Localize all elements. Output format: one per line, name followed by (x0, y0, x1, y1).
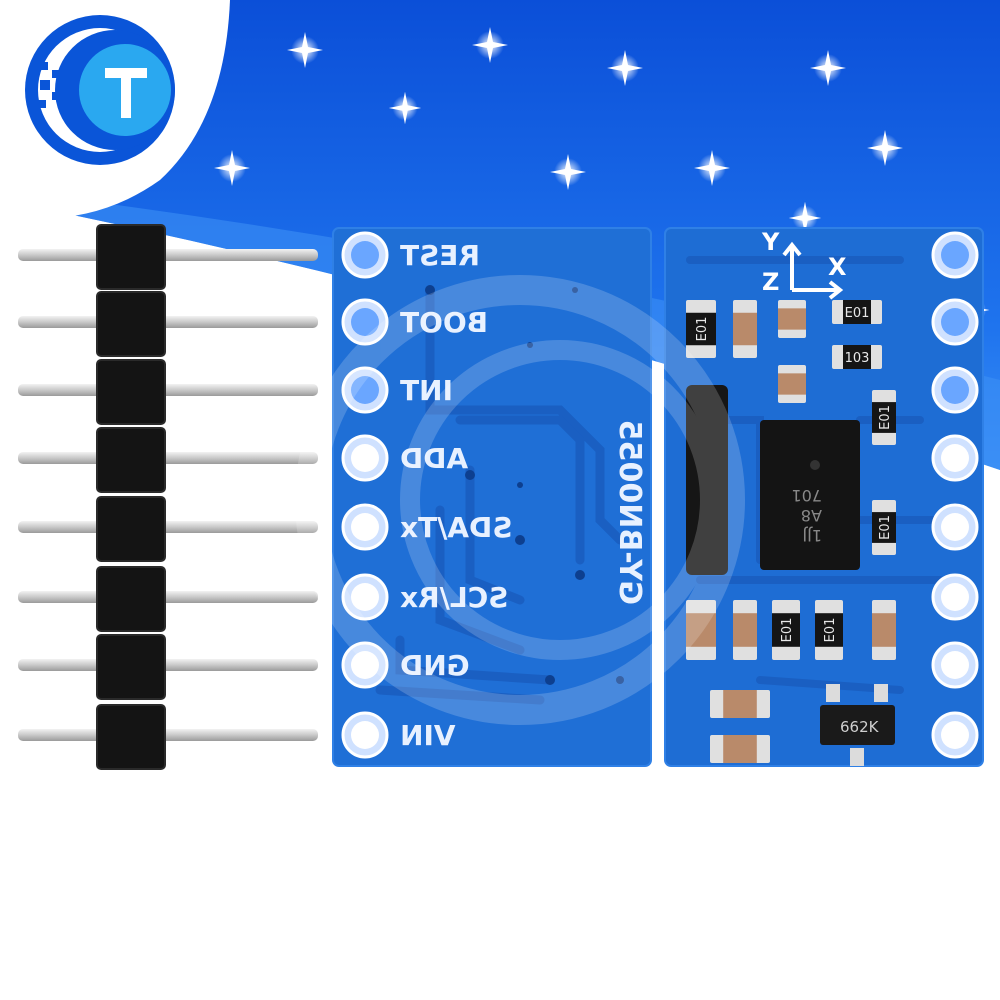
pin-label: ADD (400, 442, 468, 475)
header-pin (18, 249, 318, 261)
pin-hole (941, 376, 969, 404)
pin-hole (351, 651, 379, 679)
pin-hole (941, 513, 969, 541)
pin-hole (351, 444, 379, 472)
pin-header (18, 224, 318, 770)
pcb-traces (375, 285, 625, 705)
pin-hole (351, 721, 379, 749)
vias (425, 285, 624, 685)
smd-part (733, 600, 757, 660)
chip-marking-line2: A8 (801, 506, 822, 525)
pin-hole (351, 308, 379, 336)
star-icon (287, 32, 323, 68)
resistor-code: E01 (695, 317, 710, 342)
header-housing-segment (96, 224, 166, 290)
smd-part: E01 (832, 300, 882, 324)
star-icon (788, 201, 822, 235)
star-icon (388, 91, 422, 125)
header-pin (18, 659, 318, 671)
pin-label: REST (400, 239, 480, 272)
resistor-code: E01 (878, 515, 893, 540)
chip-marking-line3: 1JJ (802, 526, 822, 545)
pin-label: VIN (400, 719, 456, 752)
pin-hole (941, 444, 969, 472)
smd-part: E01 (815, 600, 843, 660)
star-icon (607, 50, 643, 86)
header-housing-segment (96, 566, 166, 632)
smd-part (686, 600, 716, 660)
resistor-code: E01 (823, 618, 838, 643)
pin-hole (941, 308, 969, 336)
smd-part: E01 (872, 500, 896, 555)
header-housing-segment (96, 704, 166, 770)
header-pin (18, 521, 318, 533)
header-pin (18, 384, 318, 396)
header-housing-segment (96, 291, 166, 357)
header-pin (18, 591, 318, 603)
header-housing-segment (96, 359, 166, 425)
smd-part (733, 300, 757, 358)
star-icon (30, 290, 60, 320)
back-pin-pads (341, 231, 389, 759)
star-icon (867, 130, 903, 166)
axis-x-label: X (828, 253, 847, 281)
smd-part (710, 735, 770, 763)
chip-marking-line1: 701 (791, 486, 822, 505)
resistor-code: E01 (878, 405, 893, 430)
pin-label: SDA/Tx (400, 511, 512, 544)
brand-logo (0, 0, 230, 219)
board-model-silkscreen: GY-BN0055 (612, 420, 647, 605)
smd-part (710, 690, 770, 718)
star-icon (550, 154, 586, 190)
header-housing-segment (96, 634, 166, 700)
resistor-code: 103 (845, 351, 870, 366)
smd-part: E01 (686, 300, 716, 358)
smd-part: E01 (772, 600, 800, 660)
pin-hole (351, 513, 379, 541)
pin-label: GND (400, 649, 470, 682)
pin-hole (941, 651, 969, 679)
regulator-code: 662K (840, 718, 880, 736)
header-housing-segment (96, 427, 166, 493)
smd-part (872, 600, 896, 660)
logo-pixel-dots (28, 62, 66, 108)
smd-part (778, 300, 806, 338)
front-pin-pads (931, 231, 979, 759)
voltage-regulator: 662K (820, 684, 895, 766)
smd-part: 103 (832, 345, 882, 369)
smd-part (778, 365, 806, 403)
pin-hole (351, 583, 379, 611)
star-icon (214, 150, 250, 186)
watermark-logo (295, 275, 745, 725)
sensor-chip: 701 A8 1JJ (760, 420, 860, 570)
smd-part: E01 (872, 390, 896, 445)
header-pin (18, 729, 318, 741)
pin-hole (941, 583, 969, 611)
header-pin (18, 316, 318, 328)
axis-z-label: Z (762, 268, 779, 296)
header-housing-segment (96, 496, 166, 562)
star-icon (694, 150, 730, 186)
pin-hole (351, 376, 379, 404)
resistor-code: E01 (780, 618, 795, 643)
pin-label: INT (400, 374, 453, 407)
star-icon (472, 27, 508, 63)
resistor-code: E01 (845, 306, 870, 321)
pin-hole (941, 241, 969, 269)
header-pin (18, 452, 318, 464)
pin-hole (351, 241, 379, 269)
pin-label: BOOT (400, 306, 488, 339)
pin-label: SCL/Rx (400, 581, 508, 614)
star-icon (810, 50, 846, 86)
axis-indicator (782, 241, 844, 300)
axis-y-label: Y (761, 228, 780, 256)
pin-hole (941, 721, 969, 749)
oscillator-component (686, 385, 728, 575)
